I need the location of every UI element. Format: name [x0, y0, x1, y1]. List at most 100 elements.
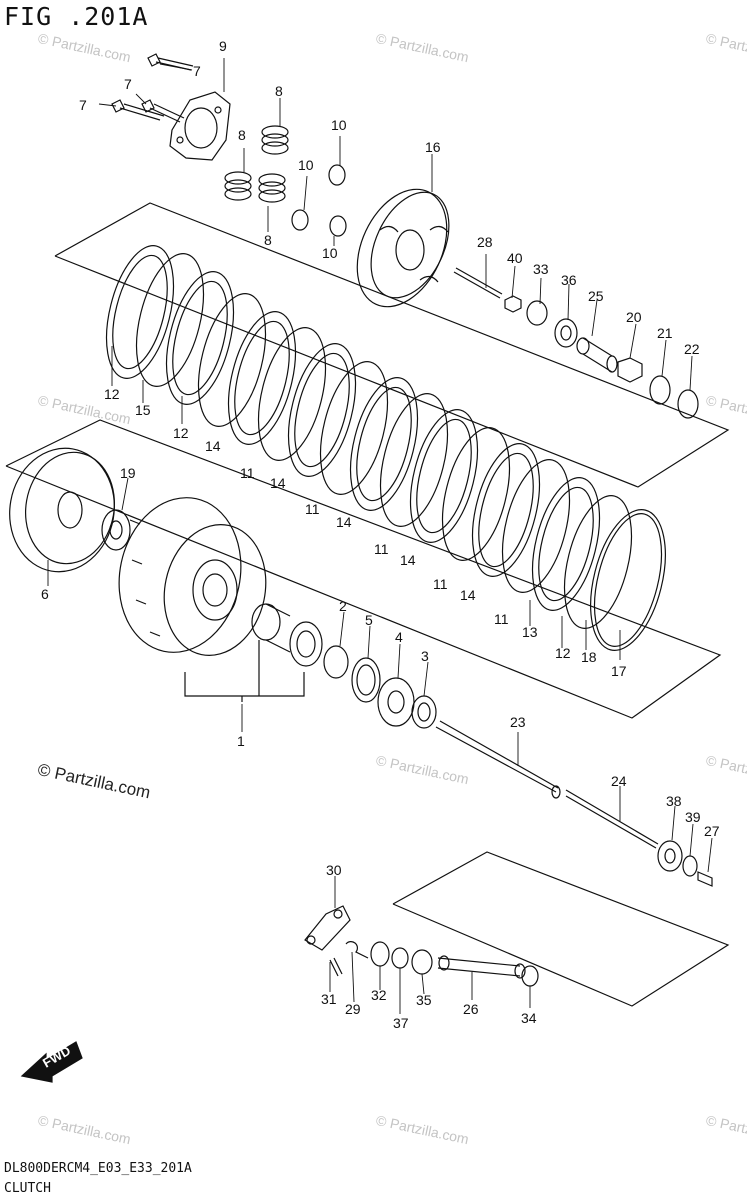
callout-14[interactable]: 14 [400, 552, 416, 568]
callout-15[interactable]: 15 [135, 402, 151, 418]
bolt-31 [329, 957, 343, 977]
callout-11[interactable]: 11 [305, 501, 320, 517]
callout-37[interactable]: 37 [393, 1015, 409, 1031]
callout-numbers: 1234567778889101010111111111112121213141… [41, 38, 720, 1031]
callout-21[interactable]: 21 [657, 325, 673, 341]
bolt-7-left [111, 99, 165, 121]
spring-29 [345, 941, 369, 959]
callout-38[interactable]: 38 [666, 793, 682, 809]
callout-20[interactable]: 20 [626, 309, 642, 325]
push-rod-23 [435, 720, 561, 799]
callout-32[interactable]: 32 [371, 987, 387, 1003]
callout-30[interactable]: 30 [326, 862, 342, 878]
callout-11[interactable]: 11 [494, 611, 509, 627]
callout-22[interactable]: 22 [684, 341, 700, 357]
washer-10-b [291, 209, 309, 231]
bearing-36 [554, 318, 578, 348]
seal-35 [411, 949, 433, 975]
thrust-washer-19 [101, 509, 131, 551]
callout-14[interactable]: 14 [205, 438, 221, 454]
callout-9[interactable]: 9 [219, 38, 227, 54]
bracket-plate-9 [169, 91, 231, 161]
callout-11[interactable]: 11 [240, 465, 255, 481]
callout-19[interactable]: 19 [120, 465, 136, 481]
clutch-basket [118, 497, 267, 656]
callout-12[interactable]: 12 [555, 645, 571, 661]
callout-6[interactable]: 6 [41, 586, 49, 602]
washer-33 [526, 300, 548, 326]
callout-25[interactable]: 25 [588, 288, 604, 304]
callout-8[interactable]: 8 [264, 232, 272, 248]
callout-29[interactable]: 29 [345, 1001, 361, 1017]
callout-34[interactable]: 34 [521, 1010, 537, 1026]
callout-12[interactable]: 12 [104, 386, 120, 402]
primary-driven-gear-6 [9, 447, 116, 573]
figure-caption: CLUTCH [4, 1181, 51, 1196]
push-rod-24 [565, 789, 659, 849]
ring-39 [682, 855, 698, 877]
callout-12[interactable]: 12 [173, 425, 189, 441]
callout-10[interactable]: 10 [331, 117, 347, 133]
callout-24[interactable]: 24 [611, 773, 627, 789]
figure-title: FIG .201A [4, 2, 149, 31]
callout-10[interactable]: 10 [322, 245, 338, 261]
callout-36[interactable]: 36 [561, 272, 577, 288]
callout-2[interactable]: 2 [339, 598, 347, 614]
callout-14[interactable]: 14 [336, 514, 352, 530]
seal-37 [391, 947, 409, 969]
push-piece-25 [576, 337, 618, 373]
nut-40 [504, 295, 522, 313]
callout-17[interactable]: 17 [611, 663, 627, 679]
callout-26[interactable]: 26 [463, 1001, 479, 1017]
callout-1[interactable]: 1 [237, 733, 245, 749]
callout-7[interactable]: 7 [79, 97, 87, 113]
callout-18[interactable]: 18 [581, 649, 597, 665]
washer-32 [370, 941, 390, 967]
callout-33[interactable]: 33 [533, 261, 549, 277]
callout-14[interactable]: 14 [460, 587, 476, 603]
clutch-plate-stack [105, 245, 666, 651]
callout-14[interactable]: 14 [270, 475, 286, 491]
sleeve-and-bearing [251, 603, 323, 667]
spacer-2 [323, 645, 349, 679]
callout-23[interactable]: 23 [510, 714, 526, 730]
callout-31[interactable]: 31 [321, 991, 337, 1007]
leader-lines [47, 58, 713, 1014]
basket-group-outline [5, 419, 722, 719]
callout-7[interactable]: 7 [193, 63, 201, 79]
pin-27 [697, 871, 713, 887]
release-group-outline [392, 851, 730, 1007]
washer-21 [649, 375, 671, 405]
callout-11[interactable]: 11 [374, 541, 389, 557]
callout-27[interactable]: 27 [704, 823, 720, 839]
callout-16[interactable]: 16 [425, 139, 441, 155]
bolt-7-top [147, 53, 194, 71]
callout-13[interactable]: 13 [522, 624, 538, 640]
callout-35[interactable]: 35 [416, 992, 432, 1008]
washer-10-a [328, 164, 346, 186]
bolt-7-mid [141, 99, 185, 123]
fwd-arrow [20, 1041, 83, 1083]
callout-5[interactable]: 5 [365, 612, 373, 628]
washer-4 [377, 677, 415, 727]
callout-8[interactable]: 8 [275, 83, 283, 99]
seal-38 [657, 840, 683, 872]
stud-28 [453, 267, 503, 299]
model-code: DL800DERCM4_E03_E33_201A [4, 1161, 192, 1176]
release-lever-30 [304, 905, 351, 951]
callout-7[interactable]: 7 [124, 76, 132, 92]
callout-3[interactable]: 3 [421, 648, 429, 664]
callout-11[interactable]: 11 [433, 576, 448, 592]
callout-39[interactable]: 39 [685, 809, 701, 825]
bushing-34 [521, 965, 539, 987]
callout-bracket-1 [184, 640, 305, 702]
bearing-5 [351, 657, 381, 703]
callout-28[interactable]: 28 [477, 234, 493, 250]
callout-8[interactable]: 8 [238, 127, 246, 143]
washer-3 [411, 695, 437, 729]
callout-4[interactable]: 4 [395, 629, 403, 645]
callout-10[interactable]: 10 [298, 157, 314, 173]
callout-40[interactable]: 40 [507, 250, 523, 266]
